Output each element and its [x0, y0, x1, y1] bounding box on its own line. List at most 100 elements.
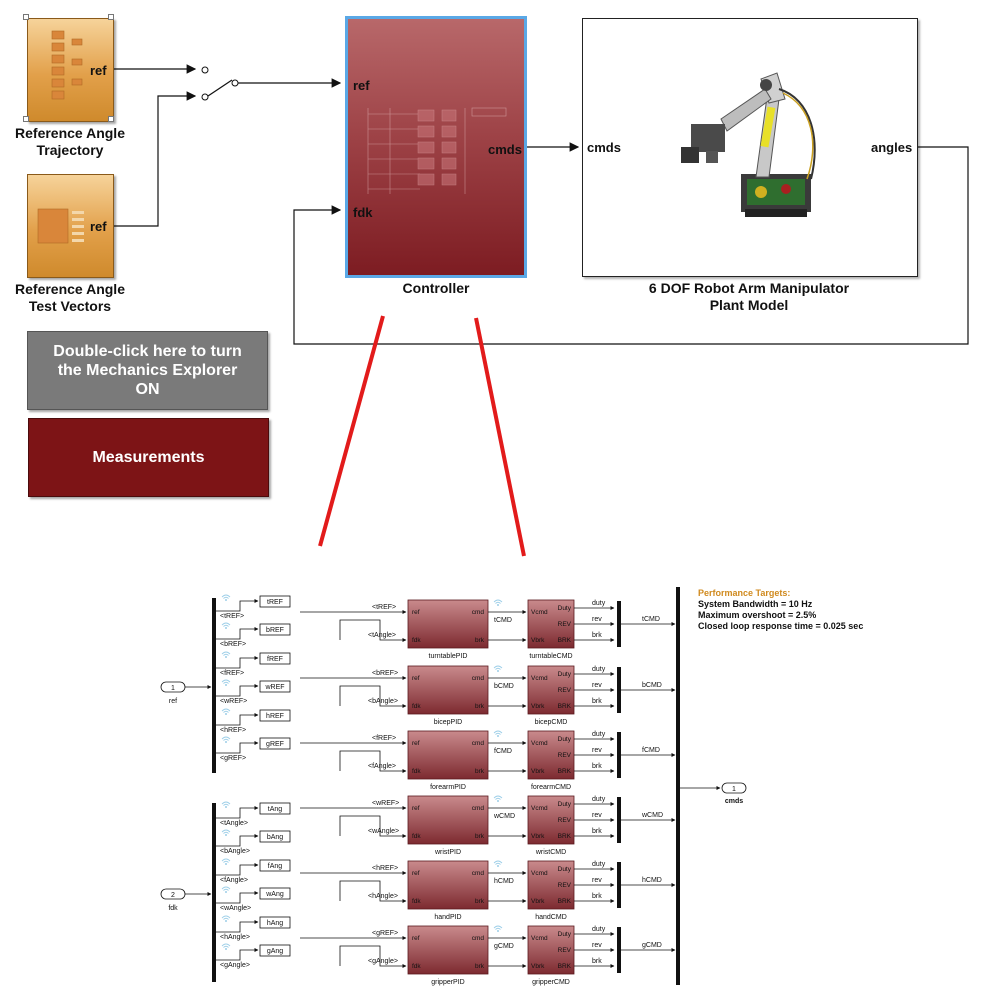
- goto-hREF[interactable]: [259, 709, 291, 722]
- cmd-out-sig-3-0: duty: [592, 796, 606, 803]
- cmd-port-brk-4: BRK: [558, 898, 572, 905]
- ang-sel-label-4: <hAngle>: [220, 934, 250, 941]
- cmd-name-turntableCMD: turntableCMD: [529, 653, 572, 660]
- goto-tAng[interactable]: [259, 802, 291, 815]
- goto-wREF[interactable]: [259, 680, 291, 693]
- cmd-block-wristCMD[interactable]: [527, 795, 575, 845]
- mechanics-explorer-button[interactable]: Double-click here to turn the Mechanics …: [27, 331, 268, 410]
- pid-name-turntablePID: turntablePID: [429, 653, 468, 660]
- cmd-block-forearmCMD[interactable]: [527, 730, 575, 780]
- pid-name-wristPID: wristPID: [434, 849, 461, 856]
- pid-cmd-wifi-icon-5: [493, 925, 503, 932]
- pid-block-bicepPID[interactable]: [407, 665, 489, 715]
- pid-block-wristPID[interactable]: [407, 795, 489, 845]
- pid-block-gripperPID[interactable]: [407, 925, 489, 975]
- cmd-port-rev-4: REV: [558, 882, 572, 889]
- outport-num: 1: [732, 786, 736, 793]
- ang-sel-label-1: <bAngle>: [220, 848, 250, 855]
- cmd-port-brk-1: BRK: [558, 703, 572, 710]
- cmd-block-gripperCMD[interactable]: [527, 925, 575, 975]
- pid-port-cmd-2: cmd: [472, 740, 485, 747]
- cmd-port-vbrk-1: Vbrk: [531, 703, 545, 710]
- inport-label-fdk: fdk: [168, 905, 178, 912]
- goto-label-gAng: gAng: [267, 948, 283, 955]
- pid-fdk-sig-5: <gAngle>: [368, 958, 398, 965]
- ref-goto-wire-2: [216, 656, 259, 669]
- cmd-name-gripperCMD: gripperCMD: [532, 979, 570, 986]
- controller-block[interactable]: ref fdk cmds: [345, 16, 527, 278]
- goto-bAng[interactable]: [259, 830, 291, 843]
- cmd-port-vcmd-4: Vcmd: [531, 870, 548, 877]
- plant-model-block[interactable]: cmds angles: [582, 18, 918, 277]
- pid-block-forearmPID[interactable]: [407, 730, 489, 780]
- pid-cmd-sig-5: gCMD: [494, 943, 514, 950]
- zoom-line-left: [318, 315, 385, 547]
- goto-label-fREF: fREF: [267, 656, 283, 663]
- pid-fdk-sig-3: <wAngle>: [368, 828, 399, 835]
- ang-goto-wifi-icon-2: [221, 858, 231, 865]
- ref-goto-wire-4: [216, 713, 259, 726]
- cmd-block-bicepCMD[interactable]: [527, 665, 575, 715]
- goto-gREF[interactable]: [259, 737, 291, 750]
- goto-fREF[interactable]: [259, 652, 291, 665]
- cmd-port-vbrk-3: Vbrk: [531, 833, 545, 840]
- goto-bREF[interactable]: [259, 623, 291, 636]
- outport-cmds[interactable]: [721, 782, 747, 794]
- mux-0: [617, 601, 621, 647]
- cmd-out-sig-2-2: brk: [592, 763, 602, 770]
- cmd-out-sig-0-0: duty: [592, 600, 606, 607]
- ref-sel-label-3: <wREF>: [220, 698, 247, 705]
- controller-port-ref: ref: [353, 78, 370, 93]
- pid-port-brk-5: brk: [475, 963, 485, 970]
- pid-port-ref-5: ref: [412, 935, 420, 942]
- cmd-port-vbrk-5: Vbrk: [531, 963, 545, 970]
- ang-goto-wire-5: [216, 948, 259, 961]
- pid-port-ref-0: ref: [412, 609, 420, 616]
- goto-gAng[interactable]: [259, 944, 291, 957]
- goto-hAng[interactable]: [259, 916, 291, 929]
- bus-creator: [676, 587, 680, 985]
- ang-goto-wire-3: [216, 891, 259, 904]
- pid-port-cmd-5: cmd: [472, 935, 485, 942]
- cmd-port-vbrk-4: Vbrk: [531, 898, 545, 905]
- pid-cmd-sig-4: hCMD: [494, 878, 514, 885]
- mux-out-sig-0: tCMD: [642, 616, 660, 623]
- cmd-port-duty-2: Duty: [558, 736, 572, 743]
- goto-label-hREF: hREF: [266, 713, 284, 720]
- cmd-out-sig-1-0: duty: [592, 666, 606, 673]
- goto-wAng[interactable]: [259, 887, 291, 900]
- goto-label-fAng: fAng: [268, 863, 283, 870]
- reference-angle-trajectory-block[interactable]: ref: [27, 18, 114, 122]
- cmd-out-sig-1-1: rev: [592, 682, 602, 689]
- ref-goto-wifi-icon-5: [221, 736, 231, 743]
- measurements-button[interactable]: Measurements: [28, 418, 269, 497]
- pid-block-handPID[interactable]: [407, 860, 489, 910]
- plant-port-angles: angles: [871, 140, 913, 155]
- cmd-out-sig-3-1: rev: [592, 812, 602, 819]
- pid-name-handPID: handPID: [434, 914, 461, 921]
- ang-sel-label-0: <tAngle>: [220, 820, 248, 827]
- cmd-port-brk-3: BRK: [558, 833, 572, 840]
- cmd-out-sig-5-0: duty: [592, 926, 606, 933]
- cmd-out-sig-4-0: duty: [592, 861, 606, 868]
- ref-goto-wifi-icon-4: [221, 708, 231, 715]
- mux-out-sig-2: fCMD: [642, 747, 660, 754]
- pid-block-turntablePID[interactable]: [407, 599, 489, 649]
- goto-label-tREF: tREF: [267, 599, 283, 606]
- cmd-out-sig-2-0: duty: [592, 731, 606, 738]
- goto-fAng[interactable]: [259, 859, 291, 872]
- cmd-name-forearmCMD: forearmCMD: [531, 784, 571, 791]
- pid-port-brk-2: brk: [475, 768, 485, 775]
- cmd-port-rev-0: REV: [558, 621, 572, 628]
- goto-label-bAng: bAng: [267, 834, 283, 841]
- pid-port-ref-3: ref: [412, 805, 420, 812]
- pid-name-bicepPID: bicepPID: [434, 719, 462, 726]
- cmd-block-handCMD[interactable]: [527, 860, 575, 910]
- cmd-name-wristCMD: wristCMD: [535, 849, 566, 856]
- goto-tREF[interactable]: [259, 595, 291, 608]
- cmd-out-sig-5-2: brk: [592, 958, 602, 965]
- cmd-out-sig-4-2: brk: [592, 893, 602, 900]
- cmd-out-sig-0-2: brk: [592, 632, 602, 639]
- reference-angle-test-vectors-block[interactable]: ref: [27, 174, 114, 278]
- pid-ref-sig-0: <tREF>: [372, 604, 396, 611]
